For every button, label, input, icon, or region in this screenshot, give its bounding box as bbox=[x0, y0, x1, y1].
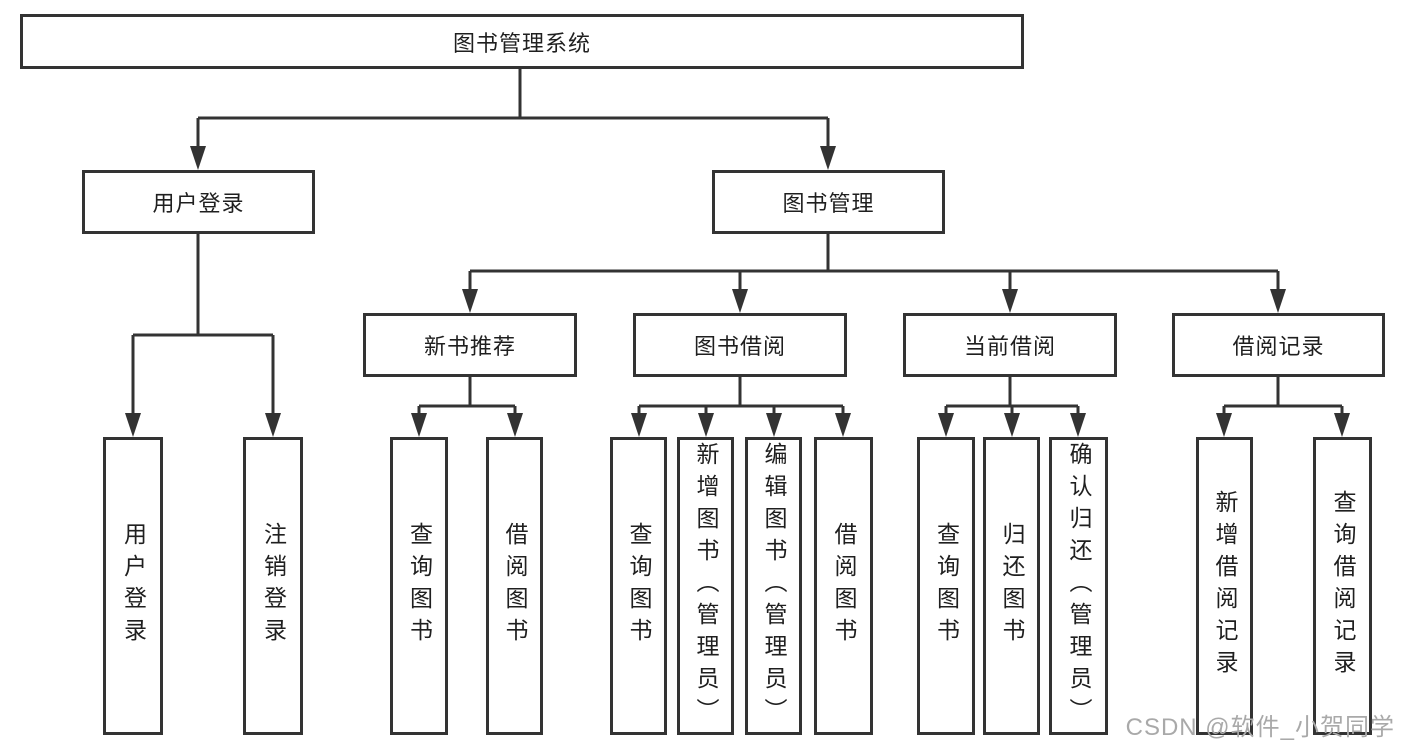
node-user-login: 用户登录 bbox=[82, 170, 315, 234]
leaf-user-login: 用户登录 bbox=[103, 437, 163, 735]
node-root-label: 图书管理系统 bbox=[452, 30, 591, 56]
node-current-borrow: 当前借阅 bbox=[903, 313, 1117, 377]
leaf-borrow-edit-admin-label: 编辑图书（管理员） bbox=[761, 442, 787, 730]
leaf-current-confirm-admin-label: 确认归还（管理员） bbox=[1066, 442, 1092, 730]
leaf-current-query-label: 查询图书 bbox=[933, 522, 960, 650]
node-new-book-recommend: 新书推荐 bbox=[363, 313, 577, 377]
leaf-current-confirm-admin: 确认归还（管理员） bbox=[1049, 437, 1108, 735]
node-book-borrow-label: 图书借阅 bbox=[693, 334, 786, 359]
node-user-login-label: 用户登录 bbox=[152, 191, 245, 216]
csdn-watermark: CSDN @软件_小贺同学 bbox=[1125, 714, 1395, 741]
tree-edges bbox=[131, 68, 1344, 419]
leaf-records-query-label: 查询借阅记录 bbox=[1330, 490, 1356, 682]
leaf-newbooks-query: 查询图书 bbox=[390, 437, 448, 735]
leaf-current-return-label: 归还图书 bbox=[999, 522, 1025, 650]
leaf-current-query: 查询图书 bbox=[917, 437, 975, 735]
leaf-borrow-query-label: 查询图书 bbox=[626, 522, 652, 650]
node-current-borrow-label: 当前借阅 bbox=[963, 334, 1056, 359]
leaf-records-add: 新增借阅记录 bbox=[1196, 437, 1253, 735]
leaf-newbooks-query-label: 查询图书 bbox=[406, 522, 433, 650]
leaf-borrow-edit-admin: 编辑图书（管理员） bbox=[745, 437, 802, 735]
leaf-borrow-add-admin: 新增图书（管理员） bbox=[677, 437, 734, 735]
leaf-borrow-add-admin-label: 新增图书（管理员） bbox=[693, 442, 719, 730]
leaf-newbooks-borrow-label: 借阅图书 bbox=[502, 522, 528, 650]
leaf-borrow-query: 查询图书 bbox=[610, 437, 667, 735]
leaf-logout: 注销登录 bbox=[243, 437, 303, 735]
leaf-borrow-borrow: 借阅图书 bbox=[814, 437, 873, 735]
node-book-borrow: 图书借阅 bbox=[633, 313, 847, 377]
node-borrow-records-label: 借阅记录 bbox=[1232, 334, 1325, 359]
node-new-book-recommend-label: 新书推荐 bbox=[423, 334, 516, 359]
leaf-user-login-label: 用户登录 bbox=[120, 522, 147, 650]
node-root: 图书管理系统 bbox=[20, 14, 1024, 69]
leaf-logout-label: 注销登录 bbox=[260, 522, 287, 650]
leaf-current-return: 归还图书 bbox=[983, 437, 1040, 735]
node-book-management: 图书管理 bbox=[712, 170, 945, 234]
arrowhead-icons bbox=[125, 146, 1350, 437]
leaf-borrow-borrow-label: 借阅图书 bbox=[831, 522, 857, 650]
leaf-records-add-label: 新增借阅记录 bbox=[1212, 490, 1238, 682]
leaf-newbooks-borrow: 借阅图书 bbox=[486, 437, 543, 735]
leaf-records-query: 查询借阅记录 bbox=[1313, 437, 1372, 735]
node-borrow-records: 借阅记录 bbox=[1172, 313, 1385, 377]
node-book-management-label: 图书管理 bbox=[782, 191, 875, 216]
